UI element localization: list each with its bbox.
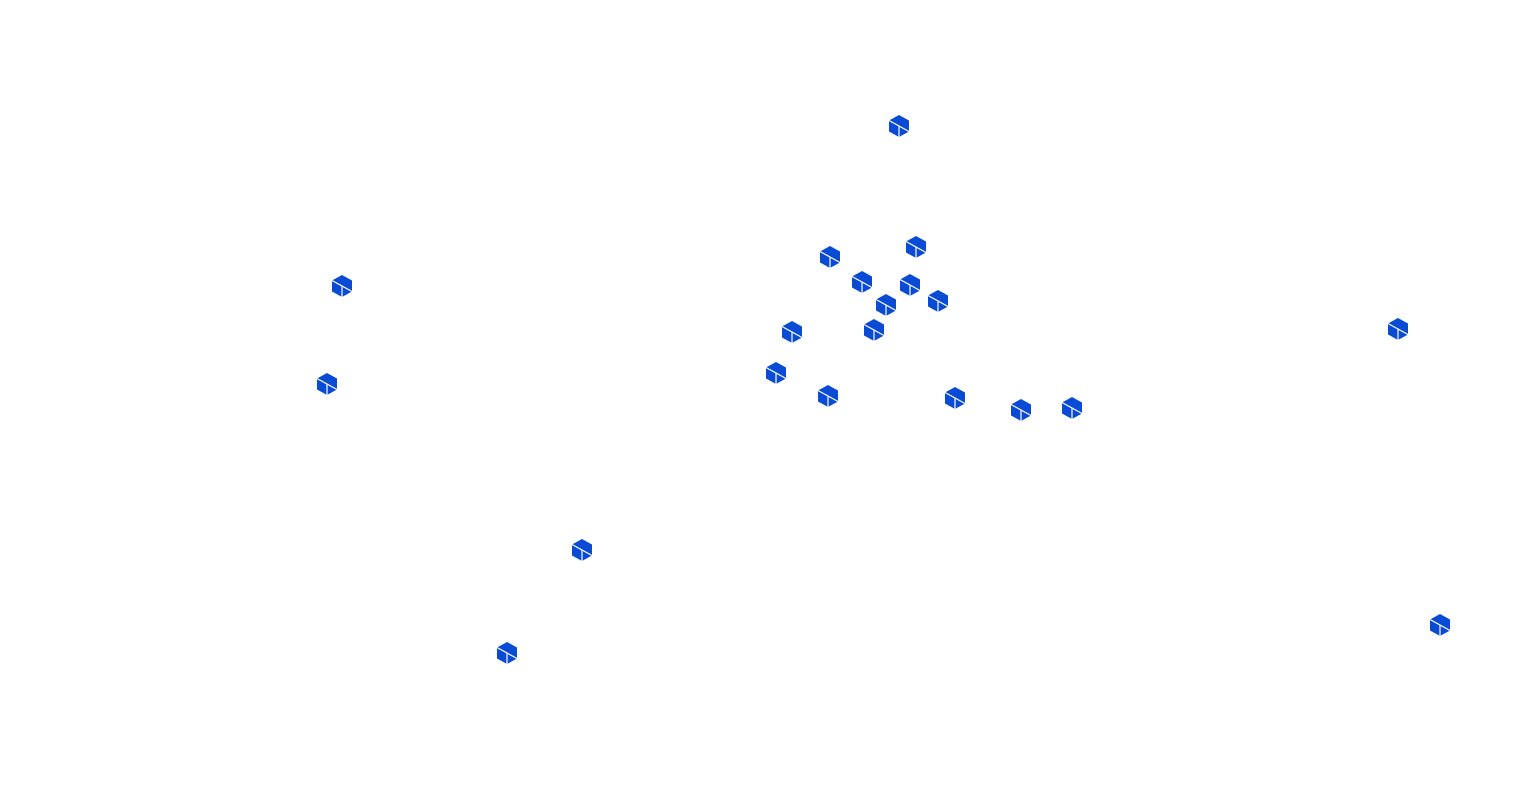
map-marker[interactable]	[863, 318, 885, 342]
map-marker[interactable]	[944, 386, 966, 410]
map-marker[interactable]	[1010, 398, 1032, 422]
cube-icon	[819, 246, 841, 268]
cube-icon	[571, 539, 593, 561]
cube-icon	[765, 362, 787, 384]
cube-icon	[875, 294, 897, 316]
map-marker[interactable]	[819, 245, 841, 269]
cube-icon	[781, 321, 803, 343]
map-marker[interactable]	[927, 289, 949, 313]
cube-icon	[899, 274, 921, 296]
cube-icon	[496, 642, 518, 664]
map-marker[interactable]	[851, 270, 873, 294]
cube-icon	[944, 387, 966, 409]
cube-icon	[316, 373, 338, 395]
map-marker[interactable]	[1429, 613, 1451, 637]
cube-icon	[851, 271, 873, 293]
map-marker[interactable]	[905, 235, 927, 259]
cube-icon	[1061, 397, 1083, 419]
cube-icon	[888, 115, 910, 137]
cube-icon	[927, 290, 949, 312]
cube-icon	[1387, 318, 1409, 340]
map-marker[interactable]	[316, 372, 338, 396]
cube-icon	[1010, 399, 1032, 421]
map-marker[interactable]	[1387, 317, 1409, 341]
map-marker[interactable]	[781, 320, 803, 344]
map-marker[interactable]	[899, 273, 921, 297]
map-marker[interactable]	[817, 384, 839, 408]
map-marker[interactable]	[1061, 396, 1083, 420]
map-marker[interactable]	[496, 641, 518, 665]
cube-icon	[331, 275, 353, 297]
cube-icon	[905, 236, 927, 258]
map-marker[interactable]	[888, 114, 910, 138]
cube-icon	[1429, 614, 1451, 636]
map-marker[interactable]	[765, 361, 787, 385]
map-marker[interactable]	[331, 274, 353, 298]
map-marker[interactable]	[571, 538, 593, 562]
cube-icon	[817, 385, 839, 407]
map-marker[interactable]	[875, 293, 897, 317]
cube-icon	[863, 319, 885, 341]
